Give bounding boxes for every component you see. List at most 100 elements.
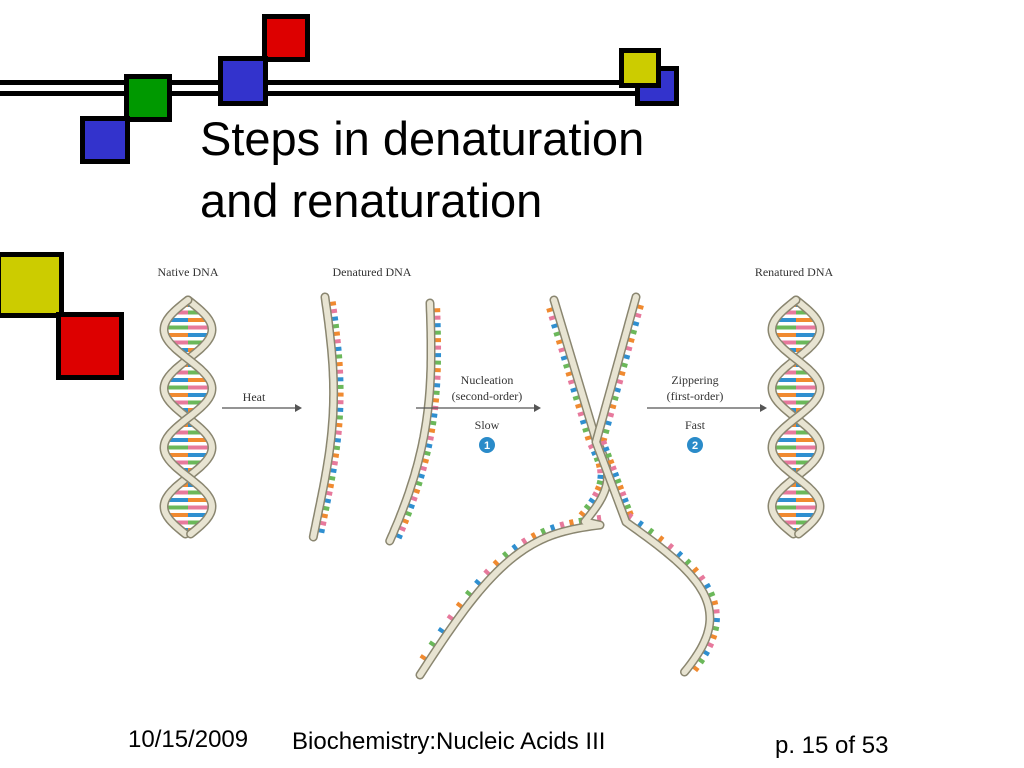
- base-pair: [171, 430, 188, 435]
- nucleation-strand-left: [417, 297, 611, 678]
- slide-title: Steps in denaturation and renaturation: [200, 108, 644, 232]
- native-dna-label: Native DNA: [158, 265, 219, 279]
- base-pair: [188, 460, 205, 465]
- zippering-arrow: [647, 404, 767, 412]
- base-pair: [171, 460, 188, 465]
- base-pair: [166, 378, 188, 382]
- base-pair: [796, 513, 818, 517]
- base-pair: [164, 505, 188, 510]
- base-pair: [781, 310, 796, 315]
- base-pair: [796, 318, 817, 322]
- base-pair: [773, 438, 796, 442]
- base-pair: [169, 340, 188, 345]
- base-pair: [777, 340, 796, 345]
- base-pair: [188, 378, 210, 382]
- base-pair: [188, 438, 211, 442]
- step-2-number: 2: [692, 440, 698, 452]
- base-pair: [775, 318, 796, 322]
- decor-square-yellow-left: [0, 252, 64, 318]
- base-pair: [779, 460, 796, 465]
- zippering-label: Zippering: [671, 373, 718, 387]
- base-pair: [167, 318, 188, 322]
- zippering-order-label: (first-order): [667, 389, 724, 403]
- base-pair: [772, 505, 796, 510]
- base-pair: [188, 490, 206, 495]
- base-pair: [796, 453, 819, 457]
- slide-title-line-2: and renaturation: [200, 174, 543, 227]
- base-pair: [188, 318, 209, 322]
- base-pair: [165, 453, 188, 457]
- base-pair: [780, 370, 796, 375]
- base-pair: [796, 333, 819, 337]
- nucleation-strand-right: [593, 294, 713, 675]
- renatured-dna-label: Renatured DNA: [755, 265, 834, 279]
- decor-square-blue-top: [218, 56, 268, 106]
- base-pair: [778, 490, 796, 495]
- base-pair: [188, 453, 211, 457]
- base-pair: [188, 513, 210, 517]
- base-pair: [773, 453, 796, 457]
- base-pair: [165, 438, 188, 442]
- base-pair: [773, 333, 796, 337]
- base-pair: [796, 520, 812, 525]
- base-pair: [796, 490, 814, 495]
- slow-label: Slow: [475, 418, 500, 432]
- base-pair: [774, 378, 796, 382]
- base-pair: [188, 445, 212, 450]
- base-pair: [796, 310, 811, 315]
- base-pair: [796, 393, 819, 397]
- nucleation-order-label: (second-order): [452, 389, 523, 403]
- base-pair: [188, 310, 203, 315]
- decor-line-top-2: [0, 91, 655, 96]
- base-pair: [774, 513, 796, 517]
- footer-date: 10/15/2009: [128, 726, 249, 753]
- base-pair: [796, 385, 820, 390]
- heat-arrow: [222, 404, 302, 412]
- heat-label: Heat: [243, 390, 266, 404]
- base-pair: [796, 460, 813, 465]
- denatured-dna-label: Denatured DNA: [333, 265, 412, 279]
- decor-square-red-left: [56, 312, 124, 380]
- native-helix-strand-b: [161, 297, 215, 537]
- fast-label: Fast: [685, 418, 706, 432]
- renatured-helix-strand-b: [769, 297, 823, 537]
- base-pair: [772, 325, 796, 330]
- base-pair: [796, 340, 815, 345]
- base-pair: [188, 340, 207, 345]
- base-pair: [164, 325, 188, 330]
- base-pair: [188, 325, 212, 330]
- base-pair: [165, 393, 188, 397]
- decor-square-green: [124, 74, 172, 122]
- base-pair: [188, 430, 205, 435]
- step-1-number: 1: [484, 440, 490, 452]
- base-pair: [796, 438, 819, 442]
- base-pair: [165, 498, 188, 502]
- decor-square-blue-left: [80, 116, 130, 164]
- base-pair: [779, 430, 796, 435]
- decor-square-yellow-right: [619, 48, 661, 88]
- base-pair: [188, 370, 204, 375]
- base-pair: [773, 393, 796, 397]
- nucleation-strand-left-outline: [415, 295, 612, 680]
- base-pair: [164, 445, 188, 450]
- base-pair: [796, 505, 820, 510]
- decor-line-top-1: [0, 80, 655, 85]
- base-pair: [188, 498, 211, 502]
- base-pair: [796, 400, 814, 405]
- decor-square-red-top: [262, 14, 310, 62]
- base-pair: [778, 400, 796, 405]
- base-pair: [170, 400, 188, 405]
- base-pair: [188, 333, 211, 337]
- base-pair: [780, 520, 796, 525]
- base-pair: [796, 445, 820, 450]
- base-pair: [166, 513, 188, 517]
- base-pair: [172, 520, 188, 525]
- step-2-badge: [687, 437, 703, 453]
- base-pair: [188, 505, 212, 510]
- base-pair: [164, 385, 188, 390]
- base-pair: [173, 310, 188, 315]
- footer-course: Biochemistry:Nucleic Acids III: [292, 728, 606, 755]
- base-pair: [170, 490, 188, 495]
- base-pair: [188, 520, 204, 525]
- base-pair: [165, 333, 188, 337]
